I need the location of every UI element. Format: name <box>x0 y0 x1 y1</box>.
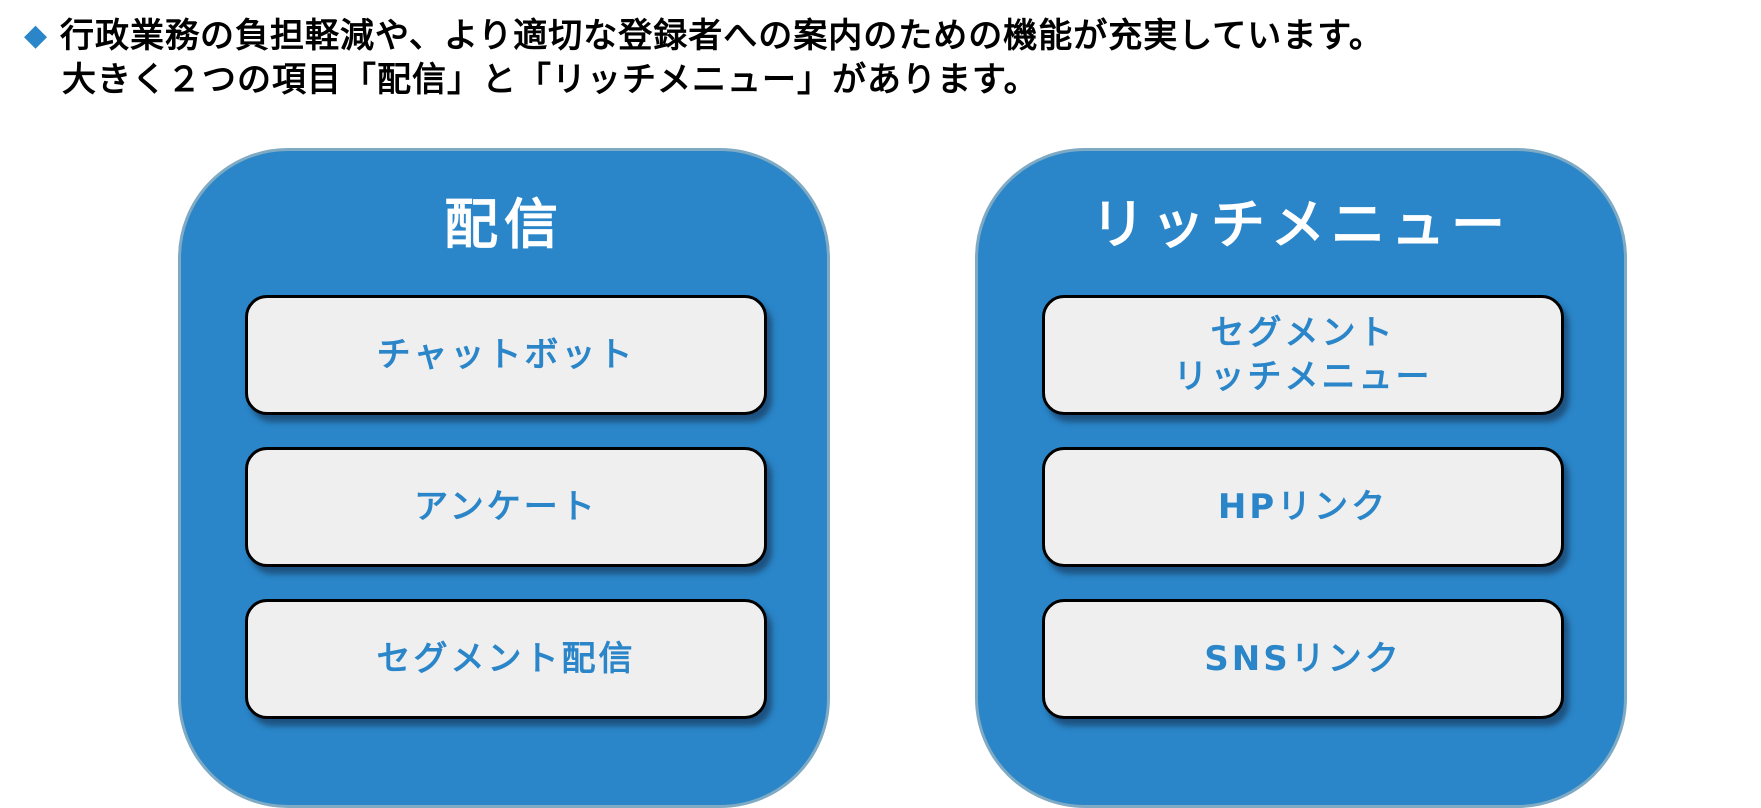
panel-title-rich-menu: リッチメニュー <box>1091 193 1511 256</box>
diamond-bullet-icon: ◆ <box>24 18 49 53</box>
intro-line-1: ◆ 行政業務の負担軽減や、より適切な登録者への案内のための機能が充実しています。 <box>24 14 1744 58</box>
item-label: SNSリンク <box>1204 639 1402 679</box>
intro-line-1-text: 行政業務の負担軽減や、より適切な登録者への案内のための機能が充実しています。 <box>60 16 1384 56</box>
panel-rich-menu: リッチメニュー セグメント リッチメニュー HPリンク SNSリンク <box>975 148 1627 808</box>
item-label: アンケート <box>414 487 598 527</box>
item-label: HPリンク <box>1217 487 1389 527</box>
panel-title-delivery: 配信 <box>444 193 564 256</box>
item-hp-link: HPリンク <box>1042 447 1564 567</box>
item-sns-link: SNSリンク <box>1042 599 1564 719</box>
item-label: セグメント配信 <box>376 639 636 679</box>
item-label: セグメント リッチメニュー <box>1173 313 1433 397</box>
item-segment-delivery: セグメント配信 <box>245 599 767 719</box>
item-chatbot: チャットボット <box>245 295 767 415</box>
item-segment-rich-menu: セグメント リッチメニュー <box>1042 295 1564 415</box>
intro-text: ◆行政業務の負担軽減や、より適切な登録者への案内のための機能が充実しています。 … <box>24 14 1744 102</box>
panel-delivery: 配信 チャットボット アンケート セグメント配信 <box>178 148 830 808</box>
intro-line-2: 大きく２つの項目「配信」と「リッチメニュー」があります。 <box>62 60 1039 100</box>
item-label: チャットボット <box>376 335 636 375</box>
item-survey: アンケート <box>245 447 767 567</box>
